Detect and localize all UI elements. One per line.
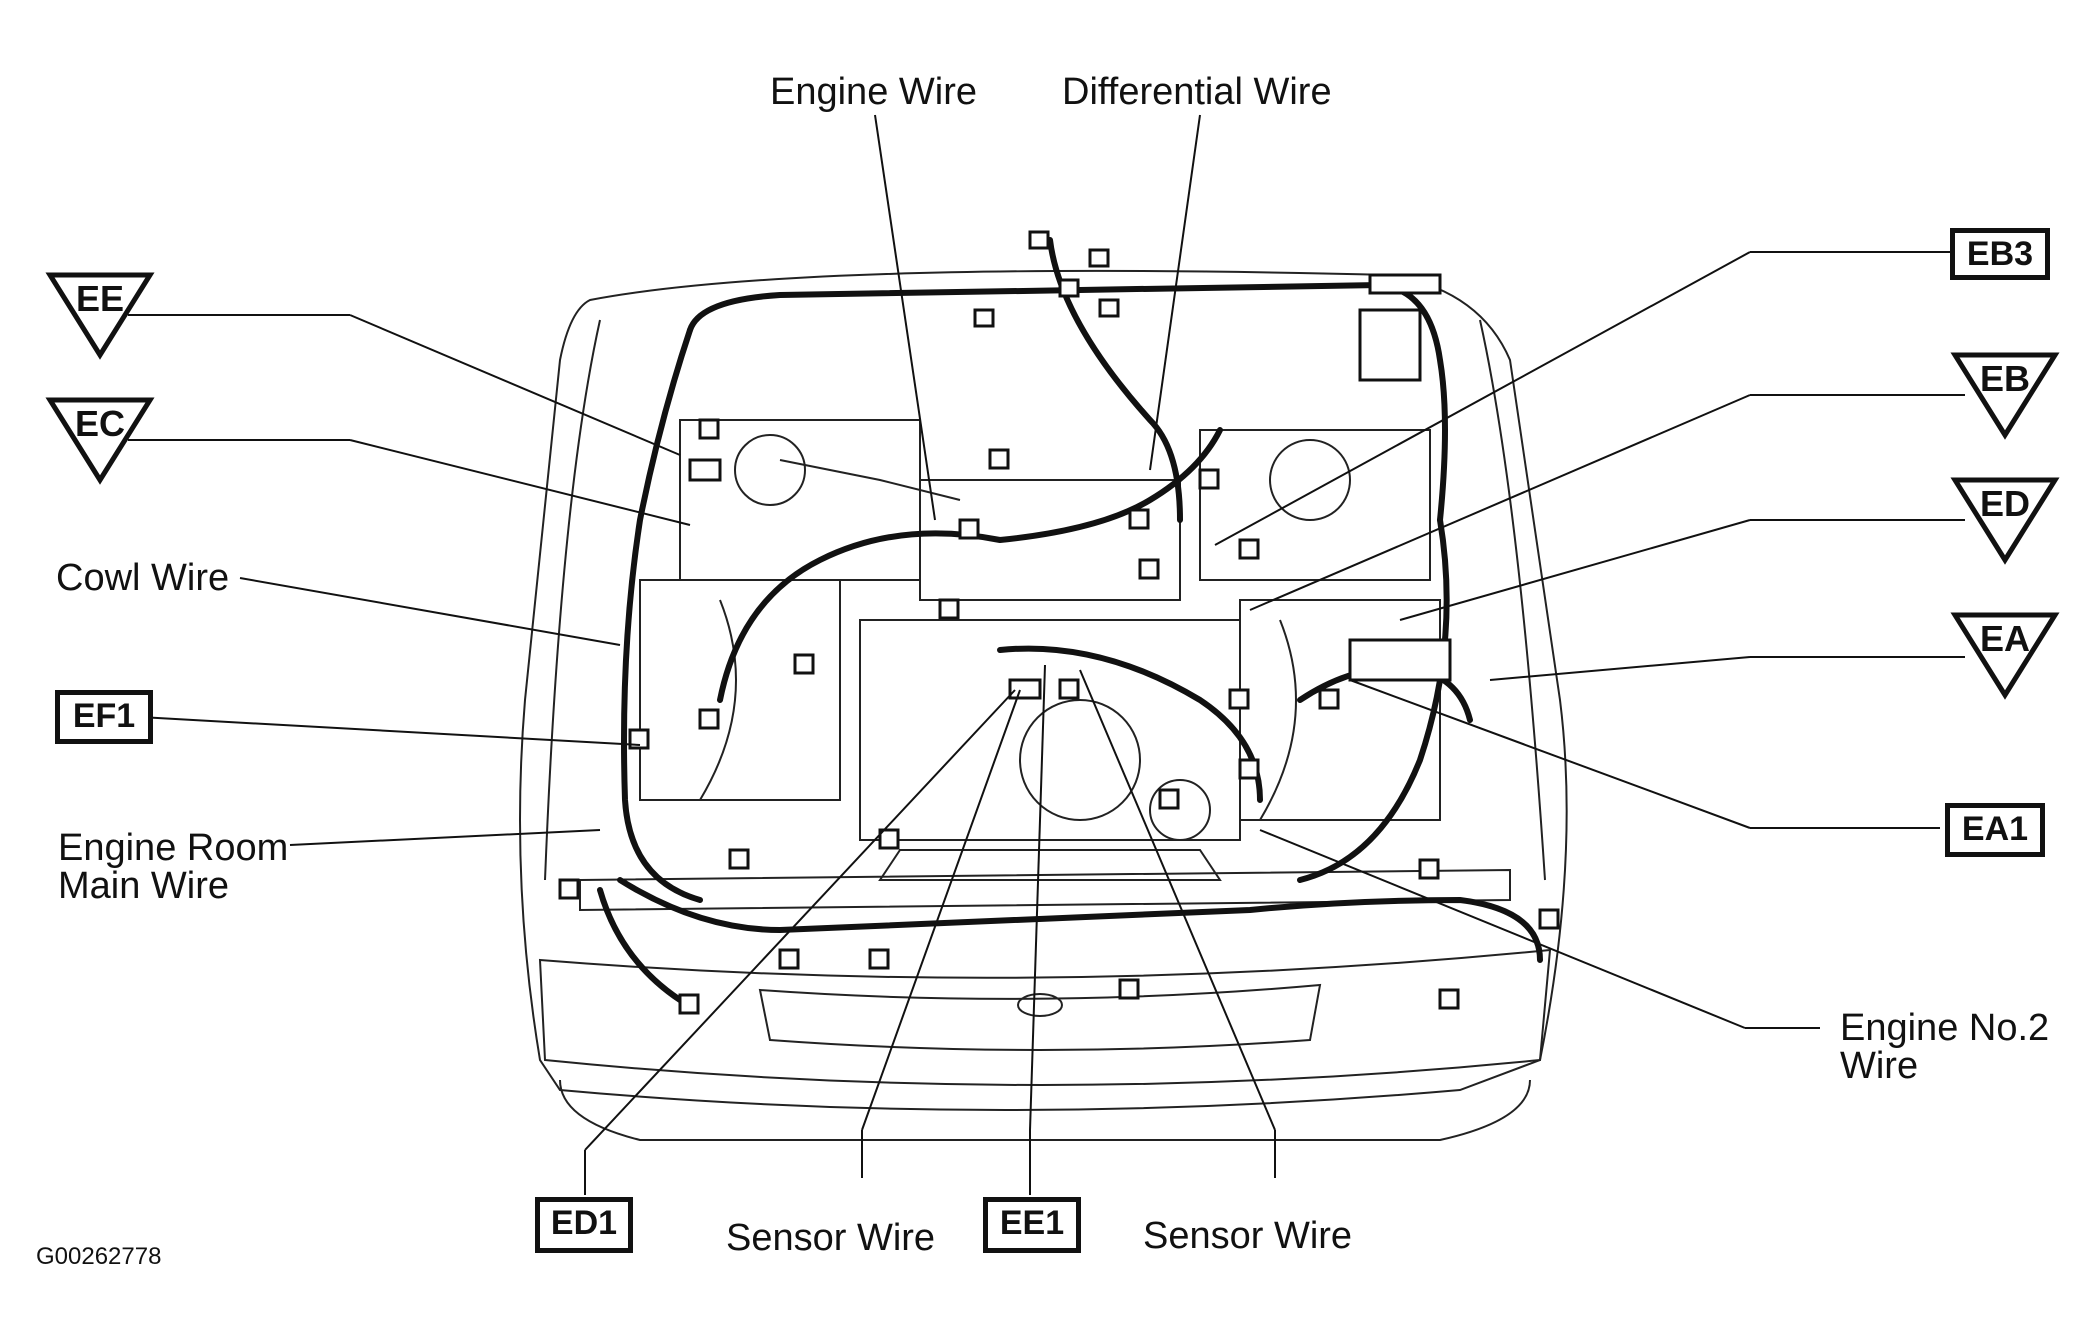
lower-body: [559, 1079, 1531, 1141]
label-engine-no2-wire-line2: Wire: [1840, 1045, 1919, 1087]
ground-triangle-ed: [1950, 477, 2060, 565]
ground-code-eb: EB: [1979, 358, 2030, 399]
left-lower-harness: [597, 887, 683, 1003]
label-differential-wire: Differential Wire: [1062, 71, 1332, 113]
connector-eb3: EB3: [1950, 228, 2050, 280]
ground-triangle-ec: [45, 397, 155, 485]
grille: [758, 983, 1322, 1051]
fender-right: [1479, 319, 1546, 881]
label-engine-wire: Engine Wire: [770, 71, 977, 113]
ground-triangle-ee: [45, 272, 155, 360]
figure-code: G00262778: [36, 1243, 162, 1270]
ground-code-ea: EA: [1979, 618, 2030, 659]
ground-code-ee: EE: [75, 278, 125, 319]
ground-code-ed: ED: [1979, 483, 2030, 524]
right-harness: [1297, 517, 1450, 883]
label-sensor-wire-left: Sensor Wire: [726, 1217, 936, 1259]
ground-triangle-eb: [1950, 352, 2060, 440]
connector-ed1: ED1: [535, 1197, 633, 1253]
label-engine-room-main-wire-line1: Engine Room: [58, 827, 289, 869]
left-harness: [621, 327, 703, 903]
connector-ea1: EA1: [1945, 803, 2045, 857]
connector-ee1: EE1: [983, 1197, 1081, 1253]
emblem: [1017, 993, 1063, 1017]
front-harness: [617, 877, 1543, 963]
cross-harness: [997, 645, 1263, 803]
main-harness-top: [687, 281, 1448, 523]
connector-ef1: EF1: [55, 690, 153, 744]
fender-left: [544, 319, 601, 881]
label-cowl-wire: Cowl Wire: [56, 557, 230, 599]
label-engine-no2-wire-line1: Engine No.2: [1840, 1007, 2050, 1049]
bumper: [538, 948, 1552, 1086]
ground-triangle-ea: [1950, 612, 2060, 700]
radiator-support: [579, 868, 1511, 912]
label-sensor-wire-right: Sensor Wire: [1143, 1215, 1353, 1257]
label-engine-room-main-wire-line2: Main Wire: [58, 865, 230, 907]
ground-code-ec: EC: [74, 403, 125, 444]
engine-harness: [717, 427, 1223, 703]
